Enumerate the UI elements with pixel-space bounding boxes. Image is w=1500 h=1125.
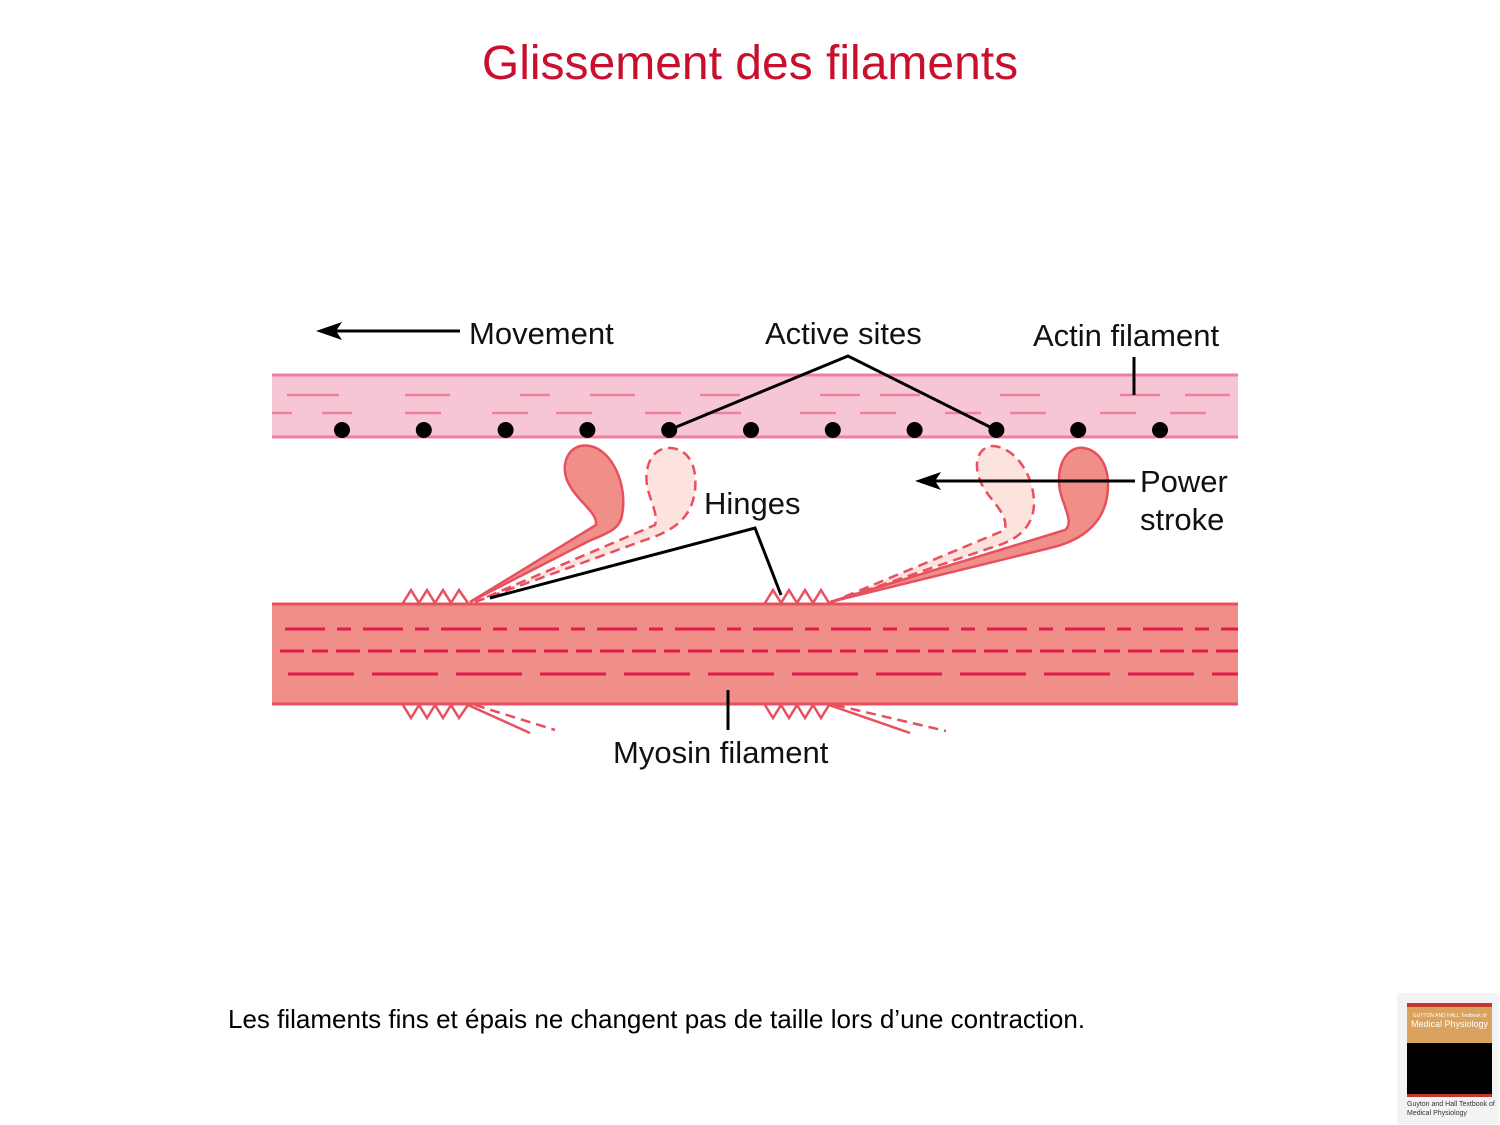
active-sites-leader: [668, 354, 997, 432]
slide-caption: Les filaments fins et épais ne changent …: [228, 1004, 1086, 1034]
active-site-dot: [415, 422, 432, 438]
actin-filament: [272, 373, 1238, 439]
myosin-filament: [272, 602, 1238, 706]
myosin-head-right-solid: [829, 446, 1110, 604]
active-site-dot: [579, 422, 596, 438]
active-site-dot: [824, 422, 841, 438]
active-site-dot: [1070, 422, 1087, 438]
hinges-leader: [489, 526, 783, 600]
label-myosin-filament: Myosin filament: [613, 735, 829, 770]
label-power: Power: [1140, 464, 1228, 499]
label-stroke: stroke: [1140, 502, 1224, 537]
active-site-dot: [743, 422, 759, 438]
myosin-head-left-solid: [469, 444, 625, 604]
active-site-dot: [988, 422, 1005, 438]
active-site-dot: [1152, 422, 1168, 438]
label-active-sites: Active sites: [765, 316, 922, 351]
slide-title: Glissement des filaments: [481, 37, 1019, 90]
myosin-head-left-ghost: [474, 446, 697, 604]
book-caption: Guyton and Hall Textbook of Medical Phys…: [1407, 1101, 1495, 1117]
label-movement: Movement: [469, 316, 614, 351]
book-cover-title: Medical Physiology: [1410, 1019, 1489, 1029]
hinge-zigzags: [401, 587, 947, 735]
label-actin-filament: Actin filament: [1033, 318, 1219, 353]
myosin-head-right-ghost: [831, 444, 1036, 604]
label-hinges: Hinges: [704, 486, 801, 521]
book-cover-subtitle: GUYTON AND HALL Textbook of: [1412, 1013, 1487, 1019]
active-site-dot: [497, 422, 514, 438]
active-site-dot: [334, 422, 350, 438]
active-site-dot: [906, 422, 923, 438]
